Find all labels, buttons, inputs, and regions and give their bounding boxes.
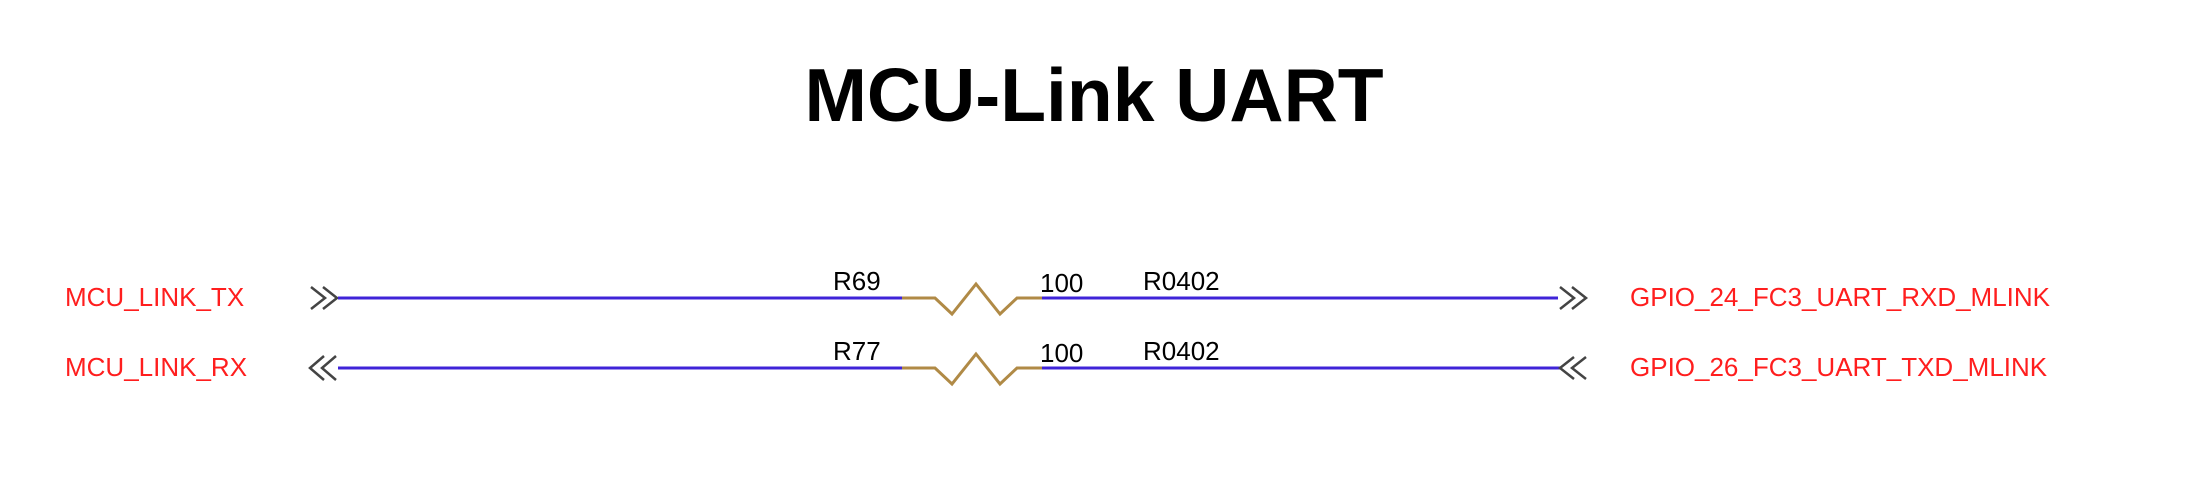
diagram-title: MCU-Link UART <box>804 53 1384 137</box>
resistor-ref: R69 <box>833 266 881 296</box>
right-net-label: GPIO_24_FC3_UART_RXD_MLINK <box>1630 282 2051 312</box>
output-port-icon <box>310 286 340 310</box>
resistor-icon <box>902 281 1042 317</box>
input-port-icon <box>308 355 337 381</box>
left-net-label: MCU_LINK_RX <box>65 352 247 382</box>
resistor-footprint: R0402 <box>1143 336 1220 366</box>
input-port-icon <box>1557 356 1587 380</box>
right-net-label: GPIO_26_FC3_UART_TXD_MLINK <box>1630 352 2048 382</box>
resistor-value: 100 <box>1040 338 1083 368</box>
output-port-icon <box>1559 286 1589 310</box>
net-row-tx: MCU_LINK_TX R69 100 R0402 GPIO_24_FC3_UA… <box>65 266 2051 317</box>
left-net-label: MCU_LINK_TX <box>65 282 244 312</box>
resistor-value: 100 <box>1040 268 1083 298</box>
resistor-ref: R77 <box>833 336 881 366</box>
net-row-rx: MCU_LINK_RX R77 100 R0402 GPIO_26_FC3_UA… <box>65 336 2048 387</box>
resistor-icon <box>902 351 1042 387</box>
resistor-footprint: R0402 <box>1143 266 1220 296</box>
